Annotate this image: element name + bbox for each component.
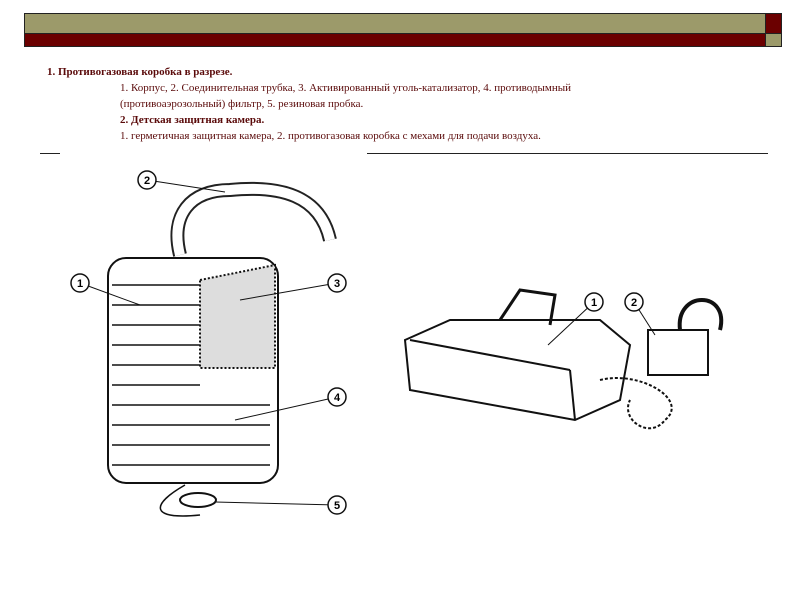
callout-3: 3 xyxy=(334,278,340,290)
callout-4: 4 xyxy=(334,392,341,404)
callout-2: 2 xyxy=(144,175,150,187)
chamber-callout-1: 1 xyxy=(591,297,597,309)
child-chamber-description: 1. герметичная защитная камера, 2. проти… xyxy=(120,130,541,142)
divider-right xyxy=(367,153,768,154)
divider-left xyxy=(40,153,60,154)
callout-lines xyxy=(79,179,656,506)
header-block-olive xyxy=(765,33,782,47)
chamber-callout-2: 2 xyxy=(631,297,637,309)
callout-1: 1 xyxy=(77,278,83,290)
callout-5: 5 xyxy=(334,500,340,512)
gas-box-description-line2: (противоаэрозольный) фильтр, 5. резинова… xyxy=(120,98,364,110)
heading-child-chamber: 2. Детская защитная камера. xyxy=(120,114,265,126)
heading-gas-box: 1. Противогазовая коробка в разрезе. xyxy=(47,66,233,78)
gas-box-description-line1: 1. Корпус, 2. Соединительная трубка, 3. … xyxy=(120,82,572,94)
child-chamber-figure xyxy=(403,288,724,430)
callout-markers xyxy=(70,170,644,515)
gas-box-cutaway-figure xyxy=(107,181,337,517)
